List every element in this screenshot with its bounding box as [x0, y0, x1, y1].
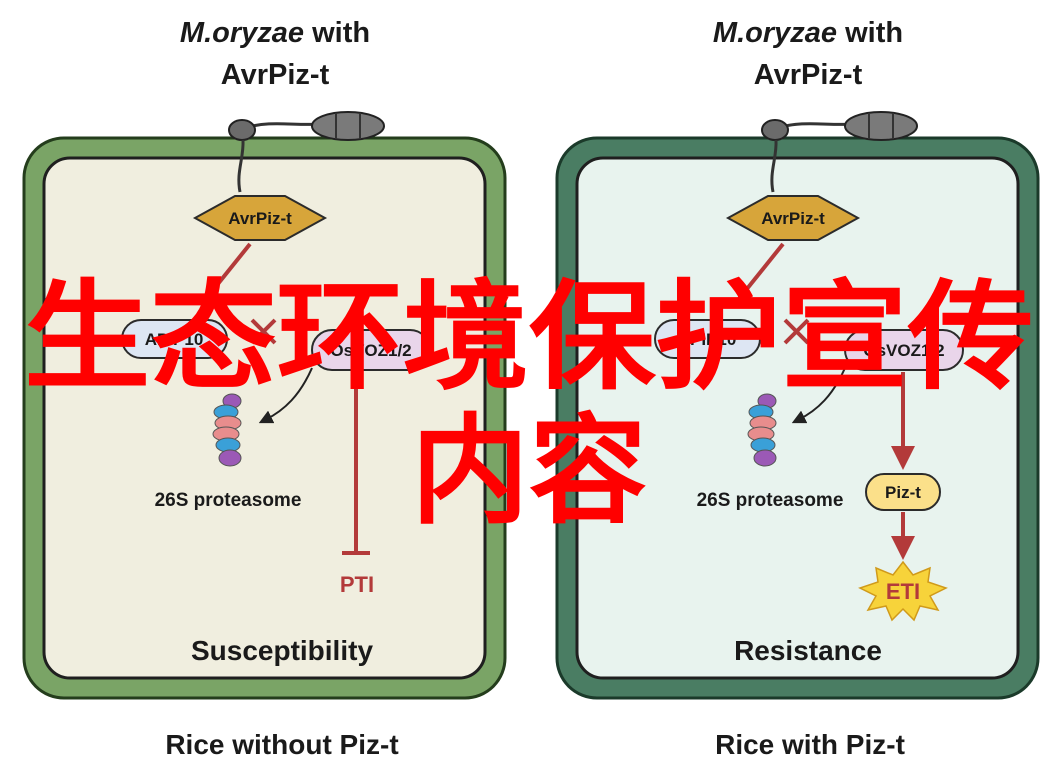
right-apip10-node: APIP10: [654, 319, 761, 359]
right-osvoz-node: OsVOZ1/2: [844, 329, 964, 371]
left-effector-label: AvrPiz-t: [228, 209, 292, 228]
left-degradation-arrow: [258, 367, 313, 424]
right-osvoz-label: OsVOZ1/2: [863, 341, 944, 360]
watermark-line1: 生态环境保护宣传: [24, 268, 1034, 406]
left-title-rest: with: [304, 17, 370, 49]
right-proteasome-label: 26S proteasome: [697, 490, 844, 511]
watermark-overlay: 生态环境保护宣传 内容: [24, 268, 1034, 540]
right-panel: M.oryzae with AvrPiz-t AvrPiz-t APIP10: [555, 17, 1040, 760]
proteasome-icon: [212, 393, 242, 467]
proteasome-icon: [747, 393, 777, 467]
inhibition-x-icon: [250, 318, 277, 345]
left-effector-inhibit-line: [203, 242, 252, 302]
right-title-rest: with: [837, 17, 903, 49]
left-pti-label: PTI: [340, 572, 374, 597]
right-outcome-label: Resistance: [734, 635, 882, 666]
right-apip10-label: APIP10: [678, 330, 737, 349]
left-apip10-node: APIP10: [121, 319, 228, 359]
inhibition-x-icon: [783, 318, 810, 345]
right-effector-label: AvrPiz-t: [761, 209, 825, 228]
left-title-line1: M.oryzae with: [180, 17, 370, 49]
right-eti-burst: ETI: [858, 560, 948, 622]
right-effector-inhibit-line: [736, 242, 785, 302]
right-piz-label: Piz-t: [885, 483, 921, 502]
right-title-italic: M.oryzae: [713, 17, 837, 49]
left-panel: M.oryzae with AvrPiz-t AvrPiz-t: [22, 17, 507, 760]
left-title-line2: AvrPiz-t: [221, 59, 330, 91]
left-osvoz-node: OsVOZ1/2: [311, 329, 431, 371]
right-piz-node: Piz-t: [865, 473, 941, 511]
right-eti-label: ETI: [886, 579, 920, 604]
right-title-line1: M.oryzae with: [713, 17, 903, 49]
watermark-line2: 内容: [411, 402, 647, 540]
right-caption: Rice with Piz-t: [715, 729, 905, 760]
fungus-spore-icon: [761, 111, 918, 193]
left-effector: AvrPiz-t: [192, 195, 328, 241]
left-caption: Rice without Piz-t: [165, 729, 398, 760]
right-degradation-arrow: [791, 367, 846, 424]
fungus-spore-icon: [228, 111, 385, 193]
left-apip10-label: APIP10: [145, 330, 204, 349]
left-title-italic: M.oryzae: [180, 17, 304, 49]
left-outcome-label: Susceptibility: [191, 635, 373, 666]
left-proteasome-label: 26S proteasome: [155, 490, 302, 511]
left-osvoz-label: OsVOZ1/2: [330, 341, 411, 360]
right-title-line2: AvrPiz-t: [754, 59, 863, 91]
right-effector: AvrPiz-t: [725, 195, 861, 241]
